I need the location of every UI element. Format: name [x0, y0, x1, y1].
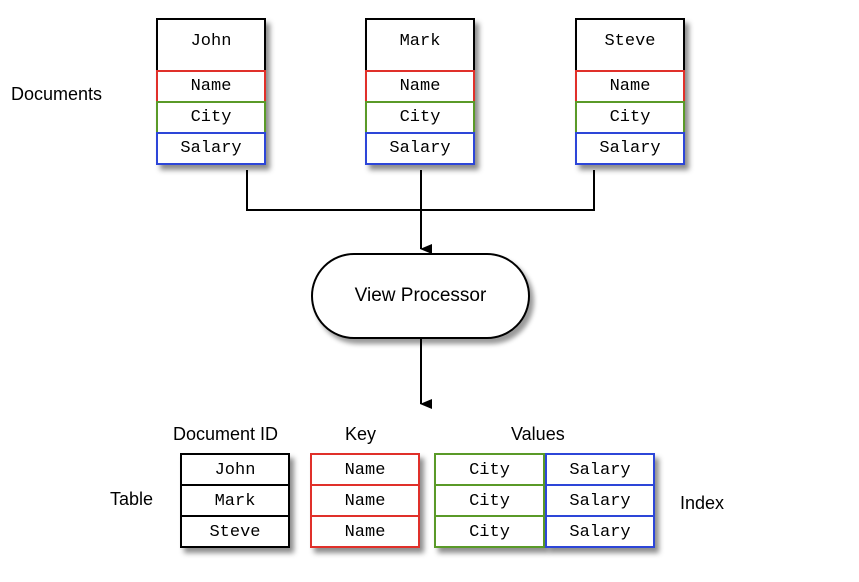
value-city-cell: City — [434, 453, 545, 486]
value-city-cell: City — [434, 484, 545, 517]
values-city-column: City City City — [434, 453, 545, 548]
table-label: Table — [110, 489, 154, 509]
key-cell: Name — [310, 484, 420, 517]
values-header: Values — [511, 424, 565, 444]
document-field-salary: Salary — [156, 132, 266, 165]
document-title: Mark — [365, 18, 475, 70]
document-title: Steve — [575, 18, 685, 70]
document-id-column: John Mark Steve — [180, 453, 290, 548]
document-field-name: Name — [156, 70, 266, 103]
key-cell: Name — [310, 453, 420, 486]
document-card-mark: Mark Name City Salary — [365, 18, 475, 165]
index-label: Index — [680, 493, 725, 513]
document-card-steve: Steve Name City Salary — [575, 18, 685, 165]
document-id-cell: Steve — [180, 515, 290, 548]
key-header: Key — [345, 424, 377, 444]
document-card-john: John Name City Salary — [156, 18, 266, 165]
value-salary-cell: Salary — [545, 484, 655, 517]
document-field-city: City — [575, 101, 685, 134]
value-salary-cell: Salary — [545, 453, 655, 486]
document-title: John — [156, 18, 266, 70]
key-cell: Name — [310, 515, 420, 548]
document-id-cell: John — [180, 453, 290, 486]
value-salary-cell: Salary — [545, 515, 655, 548]
values-salary-column: Salary Salary Salary — [545, 453, 655, 548]
document-field-salary: Salary — [575, 132, 685, 165]
document-field-salary: Salary — [365, 132, 475, 165]
view-processor-label: View Processor — [354, 285, 487, 306]
value-city-cell: City — [434, 515, 545, 548]
document-field-city: City — [156, 101, 266, 134]
document-field-city: City — [365, 101, 475, 134]
view-processor: View Processor — [311, 253, 530, 339]
document-field-name: Name — [575, 70, 685, 103]
key-column: Name Name Name — [310, 453, 420, 548]
document-id-cell: Mark — [180, 484, 290, 517]
documents-label: Documents — [11, 84, 103, 104]
document-id-header: Document ID — [173, 424, 279, 444]
document-field-name: Name — [365, 70, 475, 103]
